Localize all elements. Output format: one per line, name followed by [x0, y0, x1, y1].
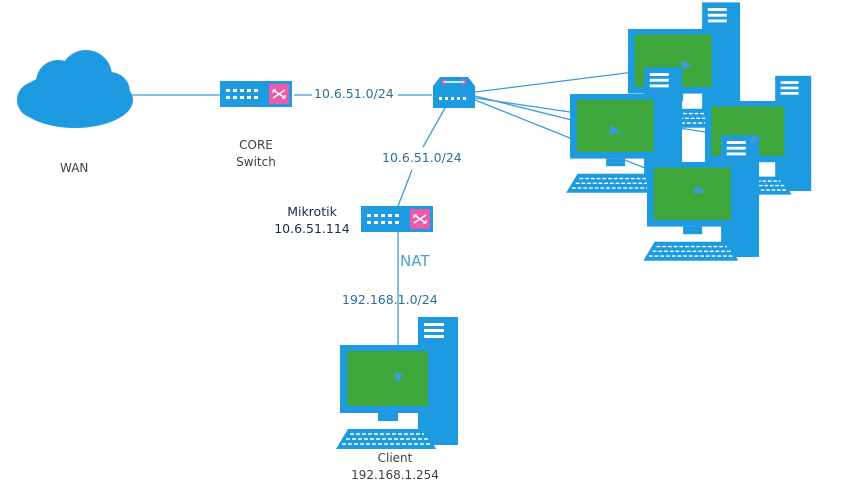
mikrotik-label: Mikrotik 10.6.51.114	[271, 203, 353, 237]
arrowhead	[693, 185, 707, 194]
client-ip: 192.168.1.254	[351, 468, 439, 482]
arrowhead	[393, 373, 403, 384]
wan-label: WAN	[60, 161, 89, 175]
nat-label: NAT	[400, 252, 430, 270]
client-computer-icon	[335, 316, 459, 450]
mikrotik-name: Mikrotik	[287, 204, 337, 219]
arrowhead	[609, 124, 622, 135]
client-name: Client	[377, 451, 413, 465]
arrowhead	[750, 133, 762, 144]
mikrotik-ip: 10.6.51.114	[274, 221, 350, 236]
link-label-core-hub: 10.6.51.0/24	[314, 86, 394, 101]
link-hub-mikrotik	[422, 107, 446, 148]
cloud-icon	[17, 50, 133, 128]
link-hub-mikrotik-b	[397, 169, 413, 207]
client-label: Client 192.168.1.254	[340, 450, 450, 484]
core-switch-label-line2: Switch	[236, 155, 276, 169]
core-switch-icon	[219, 80, 293, 108]
link-label-mikrotik-client: 192.168.1.0/24	[342, 292, 438, 307]
link-label-hub-mikrotik: 10.6.51.0/24	[382, 150, 462, 165]
core-switch-label: CORE Switch	[226, 137, 286, 171]
hub-icon	[433, 77, 475, 108]
router-icon	[360, 205, 434, 233]
arrowhead	[681, 59, 692, 70]
core-switch-label-line1: CORE	[239, 138, 273, 152]
